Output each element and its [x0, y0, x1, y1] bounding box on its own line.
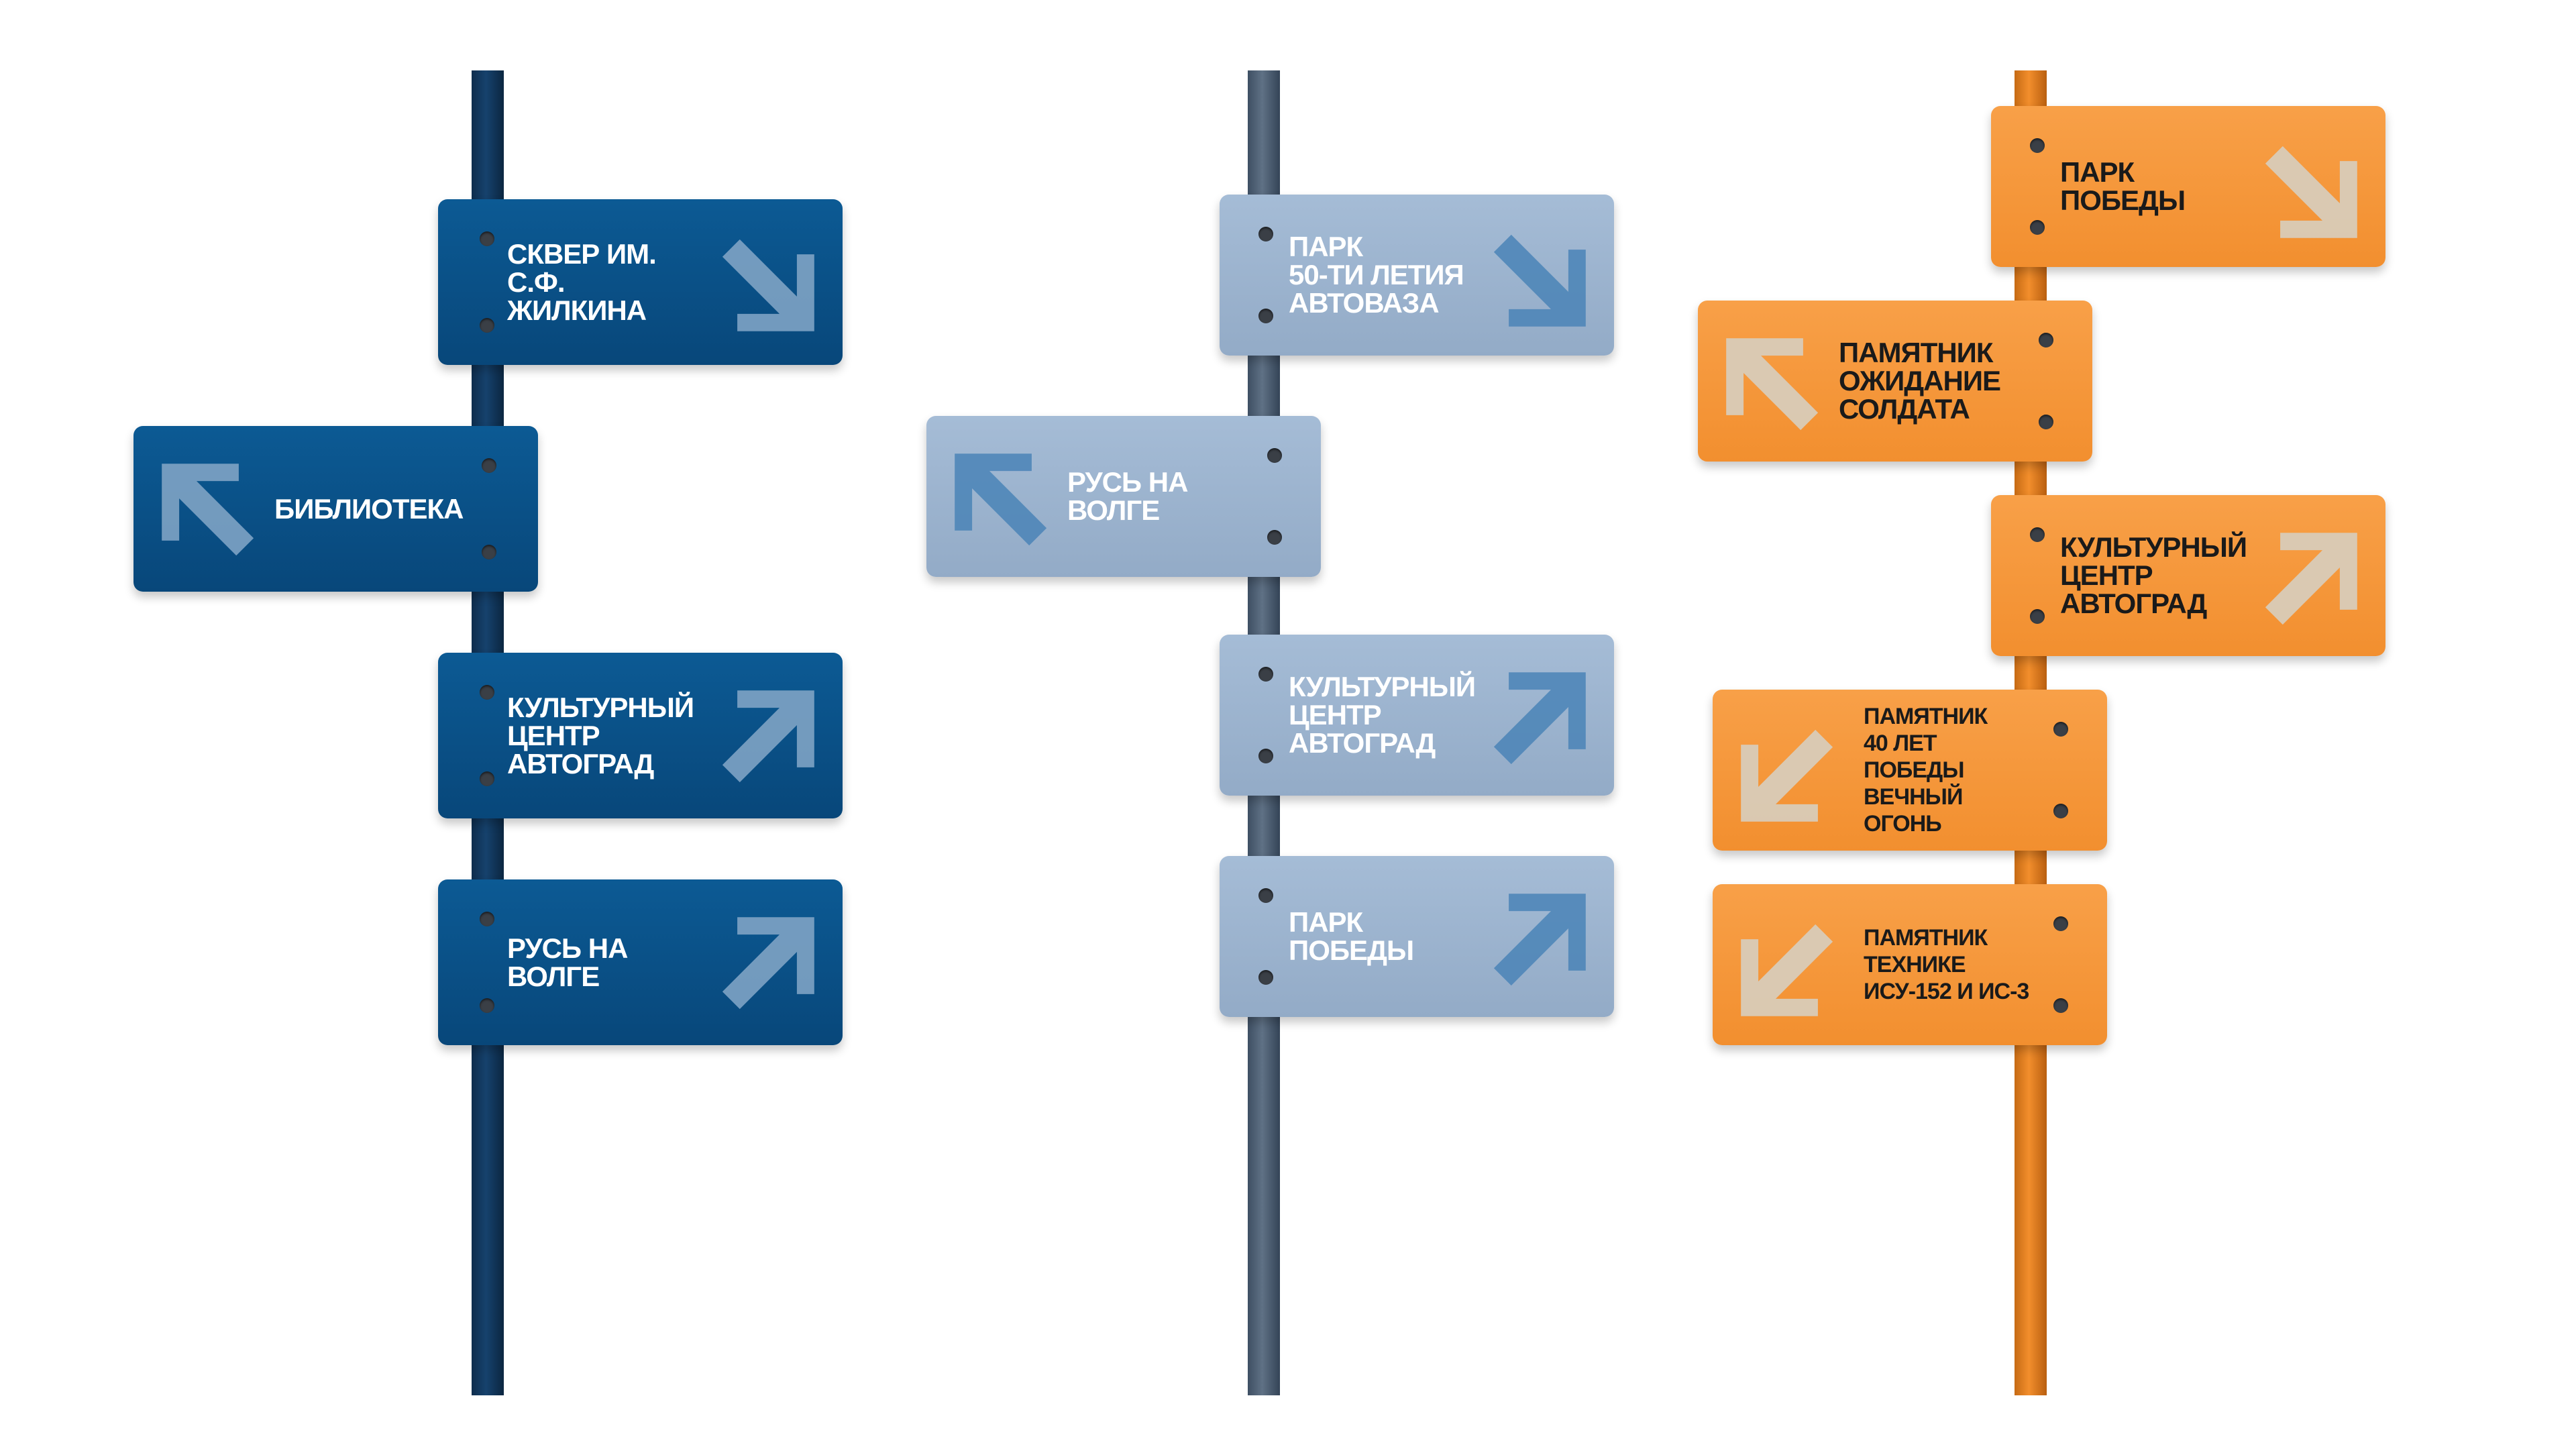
sign-label: БИБЛИОТЕКА: [274, 492, 464, 525]
bolt-hole: [2053, 916, 2068, 931]
bolt-hole: [1258, 749, 1273, 763]
orange-sign-avtograd: КУЛЬТУРНЫЙ ЦЕНТР АВТОГРАД: [1991, 495, 2385, 656]
arrow-up-right-icon: [722, 690, 814, 783]
sign-label: ПАРК ПОБЕДЫ: [1289, 906, 1414, 966]
bolt-hole: [1258, 970, 1273, 985]
arrow-up-right-icon: [722, 917, 814, 1010]
sign-label: РУСЬ НА ВОЛГЕ: [507, 932, 628, 992]
bolt-hole: [1258, 667, 1273, 682]
grey-sign-park-50: ПАРК 50-ТИ ЛЕТИЯ АВТОВАЗА: [1220, 195, 1614, 356]
arrow-down-right-icon: [722, 239, 814, 331]
bolt-hole: [480, 771, 494, 786]
grey-sign-park-pobedy: ПАРК ПОБЕДЫ: [1220, 856, 1614, 1017]
sign-label: ПАРК 50-ТИ ЛЕТИЯ АВТОВАЗА: [1289, 231, 1464, 319]
bolt-hole: [2053, 722, 2068, 737]
bolt-hole: [2030, 609, 2045, 624]
blue-sign-skver: СКВЕР ИМ. С.Ф. ЖИЛКИНА: [438, 199, 843, 365]
sign-label: ПАМЯТНИК ТЕХНИКЕ ИСУ-152 И ИС-3: [1864, 925, 2029, 1004]
sign-label: КУЛЬТУРНЫЙ ЦЕНТР АВТОГРАД: [1289, 671, 1476, 759]
bolt-hole: [1267, 448, 1282, 463]
bolt-hole: [1258, 227, 1273, 241]
arrow-down-right-icon: [2265, 146, 2357, 238]
bolt-hole: [2030, 138, 2045, 153]
arrow-up-left-icon: [955, 453, 1047, 546]
orange-sign-vechny-ogon: ПАМЯТНИК 40 ЛЕТ ПОБЕДЫ ВЕЧНЫЙ ОГОНЬ: [1713, 690, 2107, 851]
grey-sign-avtograd: КУЛЬТУРНЫЙ ЦЕНТР АВТОГРАД: [1220, 635, 1614, 796]
bolt-hole: [480, 685, 494, 700]
orange-sign-park-pobedy: ПАРК ПОБЕДЫ: [1991, 106, 2385, 267]
bolt-hole: [480, 231, 494, 246]
bolt-hole: [1267, 530, 1282, 545]
arrow-down-left-icon: [1741, 729, 1833, 822]
bolt-hole: [482, 458, 496, 473]
bolt-hole: [480, 912, 494, 926]
sign-label: СКВЕР ИМ. С.Ф. ЖИЛКИНА: [507, 237, 657, 326]
bolt-hole: [2053, 998, 2068, 1013]
blue-sign-avtograd: КУЛЬТУРНЫЙ ЦЕНТР АВТОГРАД: [438, 653, 843, 818]
bolt-hole: [2039, 333, 2053, 347]
arrow-up-left-icon: [1726, 338, 1819, 431]
sign-label: ПАМЯТНИК ОЖИДАНИЕ СОЛДАТА: [1839, 337, 2001, 425]
arrow-up-right-icon: [2265, 533, 2357, 625]
bolt-hole: [482, 545, 496, 559]
arrow-down-left-icon: [1741, 924, 1833, 1016]
sign-label: РУСЬ НА ВОЛГЕ: [1067, 466, 1188, 526]
bolt-hole: [480, 998, 494, 1013]
arrow-up-right-icon: [1493, 894, 1586, 986]
sign-label: ПАМЯТНИК 40 ЛЕТ ПОБЕДЫ ВЕЧНЫЙ ОГОНЬ: [1864, 704, 1988, 837]
arrow-down-right-icon: [1493, 234, 1586, 327]
bolt-hole: [2039, 415, 2053, 429]
sign-label: КУЛЬТУРНЫЙ ЦЕНТР АВТОГРАД: [2060, 531, 2247, 619]
sign-label: КУЛЬТУРНЫЙ ЦЕНТР АВТОГРАД: [507, 691, 694, 780]
orange-sign-ozhidanie-soldata: ПАМЯТНИК ОЖИДАНИЕ СОЛДАТА: [1698, 301, 2092, 462]
blue-sign-biblioteka: БИБЛИОТЕКА: [133, 426, 538, 592]
blue-sign-rus-na-volge: РУСЬ НА ВОЛГЕ: [438, 879, 843, 1045]
bolt-hole: [2030, 220, 2045, 235]
bolt-hole: [1258, 888, 1273, 903]
arrow-up-right-icon: [1493, 672, 1586, 765]
bolt-hole: [480, 318, 494, 333]
grey-sign-rus-na-volge: РУСЬ НА ВОЛГЕ: [926, 416, 1321, 577]
arrow-up-left-icon: [162, 464, 254, 556]
bolt-hole: [2053, 804, 2068, 818]
bolt-hole: [2030, 527, 2045, 542]
bolt-hole: [1258, 309, 1273, 323]
orange-sign-tehnike: ПАМЯТНИК ТЕХНИКЕ ИСУ-152 И ИС-3: [1713, 884, 2107, 1045]
sign-label: ПАРК ПОБЕДЫ: [2060, 156, 2186, 216]
